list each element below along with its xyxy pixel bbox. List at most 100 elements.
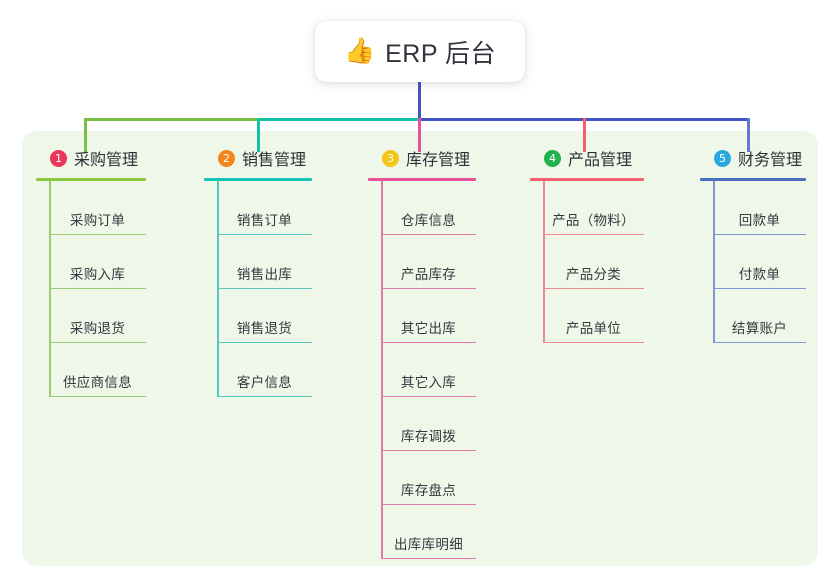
bus-segment-sales-inventory	[257, 118, 420, 121]
list-item-label: 其它出库	[400, 321, 457, 336]
column-header-inventory[interactable]: 3 库存管理	[368, 145, 476, 171]
list-item[interactable]: 仓库信息	[381, 181, 476, 235]
list-item-label: 产品单位	[565, 321, 622, 336]
column-title: 库存管理	[406, 152, 471, 169]
column-title: 销售管理	[242, 152, 307, 169]
list-item[interactable]: 采购入库	[49, 235, 146, 289]
list-item-label: 采购订单	[69, 213, 126, 228]
list-item-rule	[49, 233, 146, 235]
diagram-panel	[22, 131, 818, 566]
root-node-title: ERP 后台	[385, 39, 497, 68]
root-node-card[interactable]: 👍 ERP 后台	[315, 21, 525, 82]
list-item[interactable]: 销售出库	[217, 235, 312, 289]
column-spine	[543, 181, 545, 343]
list-item[interactable]: 销售订单	[217, 181, 312, 235]
list-item[interactable]: 产品（物料）	[543, 181, 644, 235]
column-title: 采购管理	[74, 152, 139, 169]
drop-purchase	[84, 118, 87, 152]
column-product: 4 产品管理产品（物料） 产品分类产品单位	[530, 145, 644, 343]
list-item-label: 产品（物料）	[552, 213, 635, 228]
list-item-rule	[381, 395, 476, 397]
list-item[interactable]: 回款单	[713, 181, 806, 235]
list-item-rule	[49, 287, 146, 289]
column-header-purchase[interactable]: 1 采购管理	[36, 145, 146, 171]
list-item[interactable]: 采购订单	[49, 181, 146, 235]
list-item[interactable]: 销售退货	[217, 289, 312, 343]
column-inventory: 3 库存管理仓库信息产品库存其它出库其它入库库存调拨库存盘点出库库明细	[368, 145, 476, 559]
number-badge-icon: 4	[544, 149, 561, 167]
list-item-label: 库存盘点	[400, 483, 457, 498]
list-item[interactable]: 付款单	[713, 235, 806, 289]
list-item[interactable]: 客户信息	[217, 343, 312, 397]
list-item[interactable]: 产品分类	[543, 235, 644, 289]
column-spine	[713, 181, 715, 343]
number-badge-icon: 3	[382, 149, 399, 167]
list-item-label: 结算账户	[731, 321, 788, 336]
column-header-sales[interactable]: 2 销售管理	[204, 145, 312, 171]
list-item[interactable]: 其它入库	[381, 343, 476, 397]
list-item-label: 采购入库	[69, 267, 126, 282]
list-item-rule	[49, 341, 146, 343]
number-badge-icon: 1	[50, 149, 67, 167]
column-header-rule	[204, 178, 312, 181]
column-items-purchase: 采购订单采购入库采购退货供应商信息	[36, 181, 146, 397]
list-item-label: 仓库信息	[400, 213, 457, 228]
column-sales: 2 销售管理销售订单销售出库销售退货客户信息	[204, 145, 312, 397]
list-item-rule	[543, 233, 644, 235]
column-items-product: 产品（物料） 产品分类产品单位	[530, 181, 644, 343]
list-item-rule	[217, 395, 312, 397]
list-item-rule	[713, 287, 806, 289]
column-title: 产品管理	[568, 152, 633, 169]
list-item-label: 销售出库	[236, 267, 293, 282]
list-item-label: 其它入库	[400, 375, 457, 390]
list-item-label: 回款单	[738, 213, 781, 228]
thumbs-up-icon: 👍	[343, 37, 376, 65]
list-item-rule	[49, 395, 146, 397]
list-item-rule	[543, 341, 644, 343]
list-item-label: 产品库存	[400, 267, 457, 282]
list-item-rule	[381, 233, 476, 235]
list-item[interactable]: 产品单位	[543, 289, 644, 343]
list-item[interactable]: 库存调拨	[381, 397, 476, 451]
list-item[interactable]: 结算账户	[713, 289, 806, 343]
list-item[interactable]: 出库库明细	[381, 505, 476, 559]
list-item-label: 客户信息	[236, 375, 293, 390]
drop-sales	[257, 118, 260, 152]
list-item-rule	[381, 449, 476, 451]
list-item-rule	[713, 341, 806, 343]
list-item-rule	[217, 233, 312, 235]
column-header-rule	[700, 178, 806, 181]
column-spine	[381, 181, 383, 559]
drop-product	[583, 118, 586, 152]
bus-segment-purchase-sales	[85, 118, 259, 121]
number-badge-icon: 2	[218, 149, 235, 167]
column-header-rule	[530, 178, 644, 181]
drop-finance	[747, 118, 750, 152]
list-item[interactable]: 采购退货	[49, 289, 146, 343]
list-item[interactable]: 产品库存	[381, 235, 476, 289]
list-item-label: 销售订单	[236, 213, 293, 228]
list-item-rule	[381, 503, 476, 505]
list-item-rule	[543, 287, 644, 289]
list-item-label: 产品分类	[565, 267, 622, 282]
list-item-rule	[381, 341, 476, 343]
list-item-rule	[713, 233, 806, 235]
list-item-label: 付款单	[738, 267, 781, 282]
column-header-rule	[36, 178, 146, 181]
column-header-rule	[368, 178, 476, 181]
list-item-label: 供应商信息	[63, 375, 132, 390]
column-spine	[49, 181, 51, 397]
drop-inventory	[418, 118, 421, 152]
column-items-inventory: 仓库信息产品库存其它出库其它入库库存调拨库存盘点出库库明细	[368, 181, 476, 559]
column-header-product[interactable]: 4 产品管理	[530, 145, 644, 171]
list-item-label: 出库库明细	[394, 537, 463, 552]
column-title: 财务管理	[738, 152, 803, 169]
list-item-rule	[217, 341, 312, 343]
list-item-rule	[381, 287, 476, 289]
list-item[interactable]: 供应商信息	[49, 343, 146, 397]
list-item[interactable]: 其它出库	[381, 289, 476, 343]
column-items-finance: 回款单付款单结算账户	[700, 181, 806, 343]
list-item[interactable]: 库存盘点	[381, 451, 476, 505]
root-node-content: 👍 ERP 后台	[344, 34, 496, 70]
